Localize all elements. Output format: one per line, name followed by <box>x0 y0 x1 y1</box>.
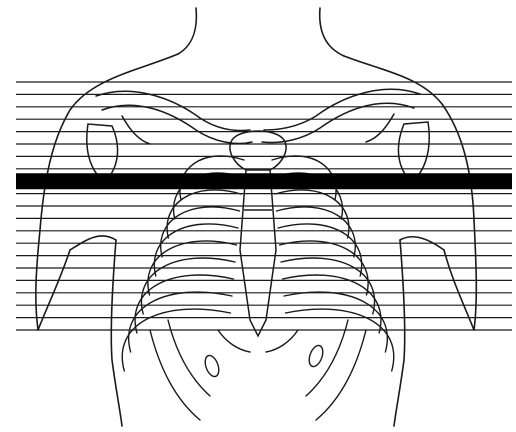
clavicles <box>87 89 429 182</box>
rib-left <box>122 309 230 371</box>
sternum <box>240 170 276 336</box>
rib-left <box>129 292 232 352</box>
rib-right <box>284 292 387 352</box>
rib-left <box>161 207 240 257</box>
rib-right <box>286 309 394 371</box>
rib-right <box>277 207 356 257</box>
scan-lines <box>16 82 512 330</box>
torso-outline <box>36 8 476 426</box>
rib-left <box>135 275 233 333</box>
rib-right <box>283 275 381 333</box>
